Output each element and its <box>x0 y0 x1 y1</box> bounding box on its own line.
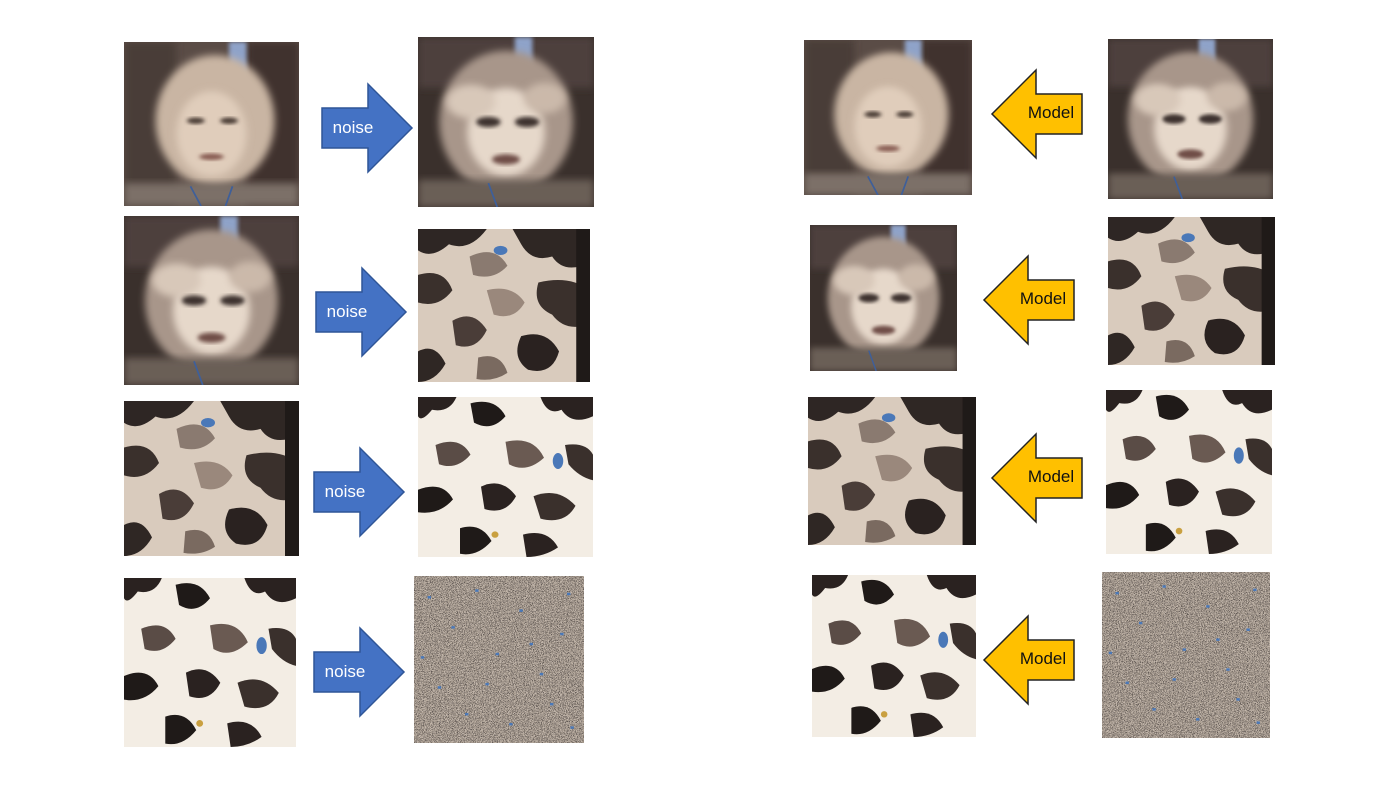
face-distorted-image <box>124 216 299 385</box>
model-label: Model <box>1027 103 1075 122</box>
model-arrow: Model <box>980 252 1076 348</box>
pure-noise-image <box>414 576 584 743</box>
blobs-dark-image <box>418 229 590 382</box>
blobs-dark-image <box>1108 217 1275 365</box>
model-arrow: Model <box>980 612 1076 708</box>
model-label: Model <box>1019 289 1067 308</box>
pure-noise-image <box>1102 572 1270 738</box>
blobs-dark-image <box>808 397 976 545</box>
face-distorted-image <box>418 37 594 207</box>
noise-label: noise <box>324 662 366 681</box>
noise-label: noise <box>324 482 366 501</box>
face-distorted-image <box>810 225 957 371</box>
noise-label: noise <box>326 302 368 321</box>
model-arrow: Model <box>988 430 1084 526</box>
noise-arrow: noise <box>312 624 408 720</box>
blobs-dark-image <box>124 401 299 556</box>
model-arrow: Model <box>988 66 1084 162</box>
noise-arrow: noise <box>314 264 410 360</box>
model-label: Model <box>1019 649 1067 668</box>
blobs-light-image <box>124 578 296 747</box>
blobs-light-image <box>812 575 976 737</box>
face-image <box>124 42 299 206</box>
noise-arrow: noise <box>320 80 416 176</box>
noise-arrow: noise <box>312 444 408 540</box>
blobs-light-image <box>418 397 593 557</box>
face-image <box>804 40 972 195</box>
blobs-light-image <box>1106 390 1272 554</box>
face-distorted-image <box>1108 39 1273 199</box>
noise-label: noise <box>332 118 374 137</box>
model-label: Model <box>1027 467 1075 486</box>
